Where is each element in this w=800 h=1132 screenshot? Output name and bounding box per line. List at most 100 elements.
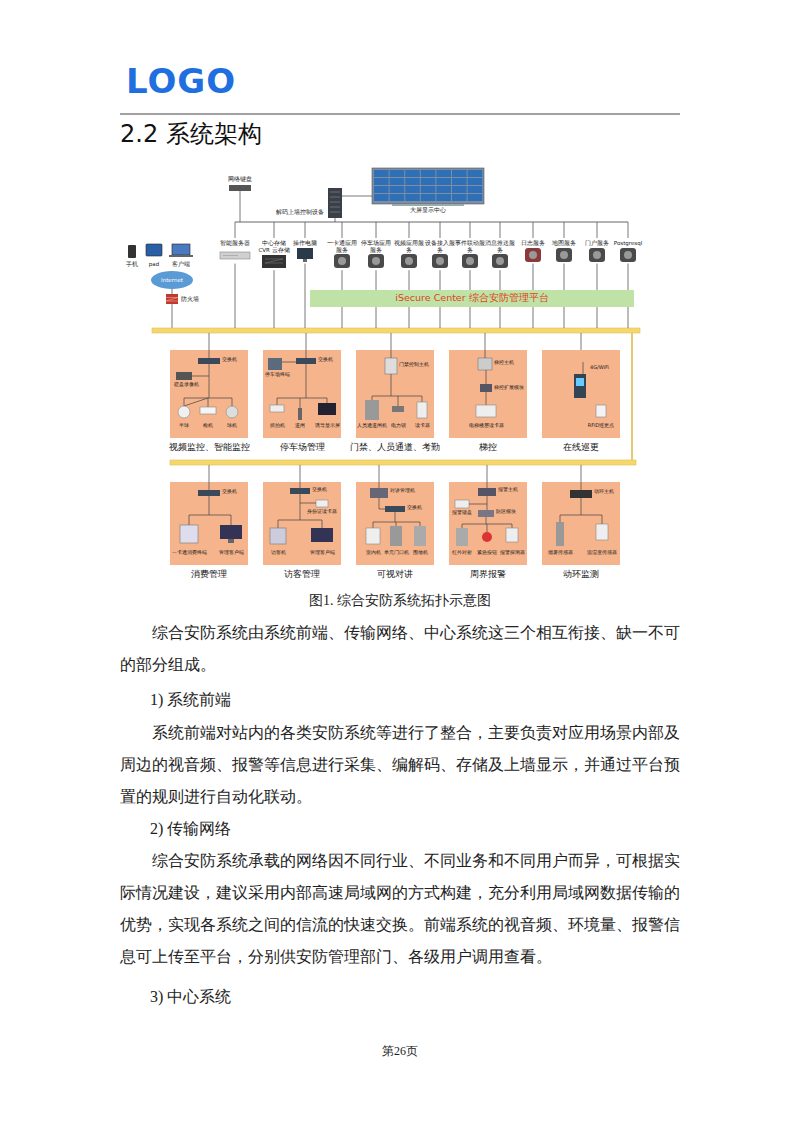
wire bbox=[209, 333, 210, 350]
part-label: 访客机 bbox=[271, 550, 286, 556]
wire bbox=[379, 482, 380, 488]
device-icon bbox=[414, 526, 426, 546]
wire bbox=[486, 517, 487, 524]
part-label: 对讲管理机 bbox=[390, 488, 415, 494]
stand bbox=[303, 259, 307, 262]
part-label: 抓拍机 bbox=[270, 423, 285, 429]
part-label: 手机 bbox=[126, 261, 138, 267]
wire bbox=[583, 362, 584, 374]
server-node: 一卡通应用服务 bbox=[325, 240, 359, 269]
part-label: 报警探测器 bbox=[500, 550, 525, 556]
device-icon bbox=[268, 358, 282, 370]
node-text: 周界报警 bbox=[470, 568, 506, 581]
connector bbox=[500, 270, 501, 290]
service-box bbox=[368, 254, 384, 268]
part-label: 梯控主机 bbox=[494, 360, 514, 366]
part-label: 紧急按钮 bbox=[477, 550, 497, 556]
server-icon bbox=[547, 247, 581, 263]
device-icon bbox=[478, 510, 494, 517]
screen-cell bbox=[421, 170, 436, 177]
wire bbox=[487, 524, 488, 532]
screen-cell bbox=[421, 178, 436, 185]
service-mark bbox=[338, 257, 346, 265]
screen-cell bbox=[374, 170, 389, 177]
part-label: 4G/WiFi bbox=[590, 365, 609, 371]
device-icon bbox=[482, 532, 492, 542]
screen-cell bbox=[374, 186, 389, 193]
screen-cell bbox=[436, 186, 451, 193]
node-text: 视频监控、智能监控 bbox=[169, 441, 250, 454]
wire bbox=[192, 376, 209, 377]
connector bbox=[533, 264, 534, 290]
server-node: 设备接入服务 bbox=[423, 240, 457, 269]
node-text: iSecure Center 综合安防管理平台 bbox=[395, 292, 548, 305]
part-label: 枪机 bbox=[203, 423, 213, 429]
body-paragraph: 系统前端对站内的各类安防系统等进行了整合，主要负责对应用场景内部及周边的视音频、… bbox=[120, 717, 684, 813]
wire bbox=[209, 465, 210, 482]
server-node: 事件联动服务 bbox=[453, 240, 487, 269]
wire bbox=[335, 218, 336, 222]
part-label: 单元门口机 bbox=[384, 550, 409, 556]
part-label: 交换机 bbox=[222, 489, 237, 495]
screen-cell bbox=[390, 186, 405, 193]
part-label: 诱导显示屏 bbox=[315, 423, 340, 429]
part-label: 交换机 bbox=[318, 357, 333, 363]
wire bbox=[282, 362, 296, 363]
screen-cell bbox=[390, 178, 405, 185]
rack-slot bbox=[330, 212, 340, 213]
node-text: 停车场管理 bbox=[280, 441, 325, 454]
wire bbox=[379, 465, 380, 482]
wire bbox=[322, 520, 323, 528]
top-bus-wire bbox=[235, 222, 628, 223]
wire bbox=[278, 520, 322, 521]
wire bbox=[209, 482, 210, 490]
figure-caption: 图1. 综合安防系统拓扑示意图 bbox=[309, 592, 491, 610]
screen-cell bbox=[436, 170, 451, 177]
part-label: 读卡器 bbox=[415, 423, 430, 429]
device-icon bbox=[574, 374, 586, 398]
pad-icon bbox=[146, 244, 162, 256]
wire bbox=[300, 482, 301, 488]
wire bbox=[235, 222, 236, 238]
wire bbox=[305, 264, 306, 328]
server-icon bbox=[218, 247, 252, 263]
wire bbox=[300, 494, 301, 520]
device-icon bbox=[311, 528, 333, 542]
wire bbox=[533, 307, 534, 328]
list-heading: 1) 系统前端 bbox=[150, 684, 231, 716]
device-icon bbox=[476, 405, 496, 417]
storage-box bbox=[262, 255, 286, 268]
service-box bbox=[620, 248, 636, 262]
wire bbox=[395, 512, 396, 522]
part-label: 报警键盘 bbox=[452, 510, 472, 516]
wire bbox=[274, 222, 275, 238]
device-icon bbox=[478, 358, 492, 370]
device-icon bbox=[556, 522, 564, 546]
connector bbox=[470, 270, 471, 290]
part-label: 身份证读卡器 bbox=[307, 509, 337, 515]
node-text: 门户服务 bbox=[580, 240, 614, 247]
service-box bbox=[432, 254, 448, 268]
service-mark bbox=[624, 251, 632, 259]
node-text: 门禁、人员通道、考勤 bbox=[350, 441, 440, 454]
wire bbox=[597, 222, 598, 238]
device-icon bbox=[478, 488, 496, 496]
part-label: pad bbox=[149, 261, 159, 267]
rack-slot bbox=[330, 197, 340, 198]
service-box bbox=[334, 254, 350, 268]
wire bbox=[420, 522, 421, 526]
wire bbox=[231, 515, 232, 525]
wire bbox=[342, 307, 343, 328]
wire bbox=[470, 222, 471, 238]
screen-cell bbox=[452, 186, 467, 193]
server-node: 智能服务器 bbox=[218, 240, 252, 263]
wire bbox=[628, 222, 629, 238]
node-text: 停车场应用服务 bbox=[359, 240, 393, 253]
screen-cell bbox=[405, 186, 420, 193]
wire bbox=[379, 498, 385, 509]
network-bus bbox=[152, 328, 640, 333]
wire bbox=[500, 307, 501, 328]
service-box bbox=[401, 254, 417, 268]
network-bus bbox=[170, 460, 636, 465]
server-node: 门户服务 bbox=[580, 240, 614, 263]
